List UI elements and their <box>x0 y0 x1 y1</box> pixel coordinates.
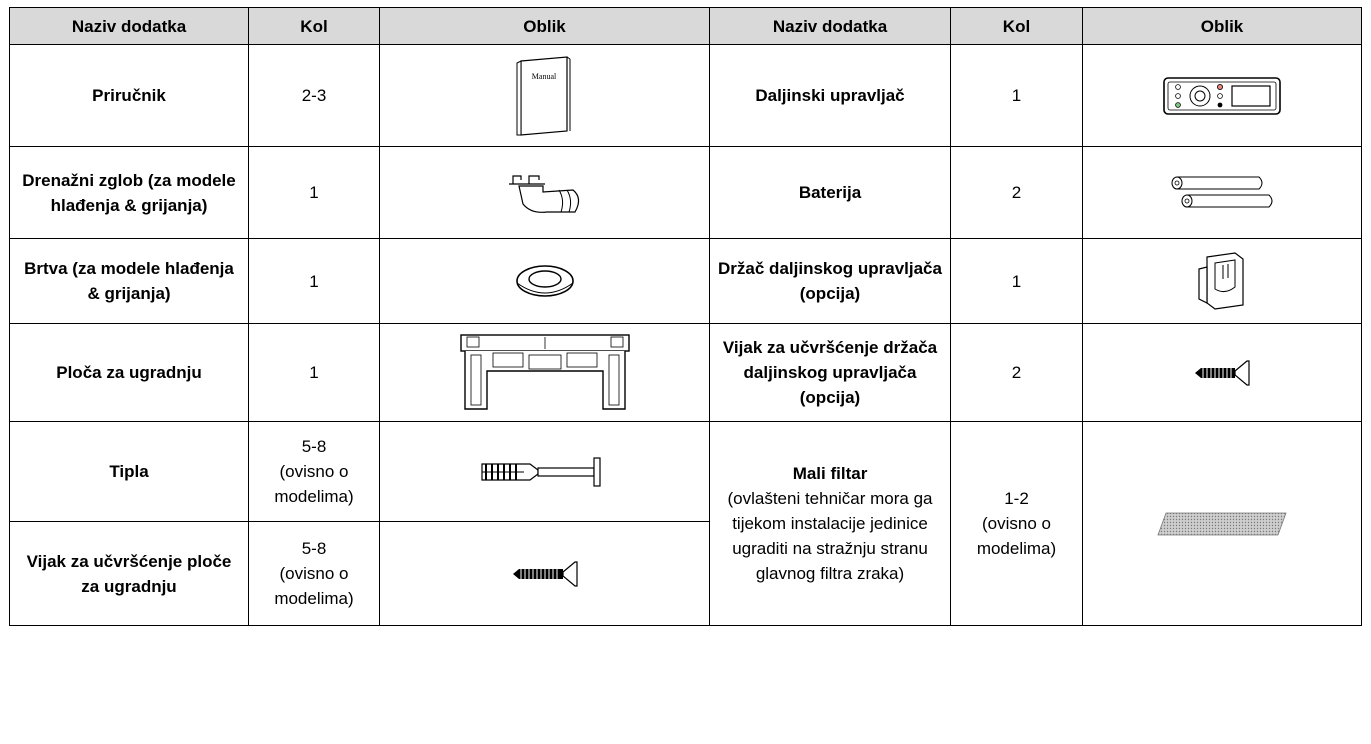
item-shape <box>379 521 710 626</box>
item-qty: 1 <box>950 238 1083 324</box>
qty-note: (ovisno o modelima) <box>976 514 1057 558</box>
item-name: Držač daljinskog upravljača (opcija) <box>709 238 951 324</box>
item-name: Vijak za učvršćenje držača daljinskog up… <box>709 323 951 422</box>
filter-icon <box>1157 512 1287 535</box>
manual-icon: Manual <box>516 55 570 136</box>
screw-icon <box>1195 359 1250 386</box>
item-shape <box>1082 421 1362 626</box>
table-row: Brtva (za modele hlađenja & grijanja) 1 … <box>9 238 1362 324</box>
qty-value: 5-8 <box>301 539 327 558</box>
header-qty-left: Kol <box>248 7 380 45</box>
accessories-table: Naziv dodatka Kol Oblik Naziv dodatka Ko… <box>9 7 1362 626</box>
item-qty: 5-8 (ovisno o modelima) <box>248 521 380 626</box>
remote-holder-icon <box>1198 252 1244 310</box>
mounting-plate-icon <box>459 333 630 410</box>
item-shape <box>1082 238 1362 324</box>
table-row: Drenažni zglob (za modele hlađenja & gri… <box>9 146 1362 239</box>
manual-label: Manual <box>531 72 556 81</box>
item-name-merged: Mali filtar (ovlašteni tehničar mora ga … <box>709 421 951 626</box>
item-shape <box>1082 323 1362 422</box>
header-row: Naziv dodatka Kol Oblik Naziv dodatka Ko… <box>9 7 1362 45</box>
item-qty: 1-2 (ovisno o modelima) <box>950 421 1083 626</box>
qty-note: (ovisno o modelima) <box>274 462 354 506</box>
item-name: Brtva (za modele hlađenja & grijanja) <box>9 238 249 324</box>
item-name: Priručnik <box>9 44 249 147</box>
item-name: Drenažni zglob (za modele hlađenja & gri… <box>9 146 249 239</box>
item-description: (ovlašteni tehničar mora ga tijekom inst… <box>727 489 933 583</box>
item-qty: 5-8 (ovisno o modelima) <box>248 421 380 522</box>
item-qty: 1 <box>248 238 380 324</box>
item-qty: 2-3 <box>248 44 380 147</box>
header-shape-right: Oblik <box>1082 7 1362 45</box>
item-name: Tipla <box>9 421 249 522</box>
item-qty: 1 <box>248 323 380 422</box>
drain-joint-icon <box>508 174 579 213</box>
item-name: Mali filtar <box>792 464 868 483</box>
header-name-right: Naziv dodatka <box>709 7 951 45</box>
battery-icon <box>1171 176 1273 207</box>
item-shape <box>379 421 710 522</box>
item-shape <box>379 146 710 239</box>
qty-note: (ovisno o modelima) <box>274 564 354 608</box>
header-shape-left: Oblik <box>379 7 710 45</box>
screw-icon <box>512 560 578 587</box>
item-name: Vijak za učvršćenje ploče za ugradnju <box>9 521 249 626</box>
item-qty: 2 <box>950 323 1083 422</box>
item-name: Ploča za ugradnju <box>9 323 249 422</box>
item-shape <box>1082 44 1362 147</box>
header-qty-right: Kol <box>950 7 1083 45</box>
table-row: Vijak za učvršćenje ploče za ugradnju 5-… <box>9 521 1362 626</box>
item-qty: 1 <box>248 146 380 239</box>
item-shape <box>379 323 710 422</box>
qty-value: 1-2 <box>1004 489 1029 508</box>
wall-plug-icon <box>480 456 601 487</box>
header-name-left: Naziv dodatka <box>9 7 249 45</box>
seal-ring-icon <box>515 265 574 297</box>
qty-value: 5-8 <box>301 437 327 456</box>
item-shape <box>1082 146 1362 239</box>
item-name: Daljinski upravljač <box>709 44 951 147</box>
item-name: Baterija <box>709 146 951 239</box>
remote-control-icon <box>1163 76 1281 115</box>
item-shape: Manual <box>379 44 710 147</box>
item-qty: 1 <box>950 44 1083 147</box>
table-row: Priručnik 2-3 Manual Daljinski upravljač… <box>9 44 1362 147</box>
item-qty: 2 <box>950 146 1083 239</box>
table-row: Tipla 5-8 (ovisno o modelima) Mali filta… <box>9 421 1362 626</box>
table-row: Ploča za ugradnju 1 Vijak za učvršćenje … <box>9 323 1362 422</box>
item-shape <box>379 238 710 324</box>
